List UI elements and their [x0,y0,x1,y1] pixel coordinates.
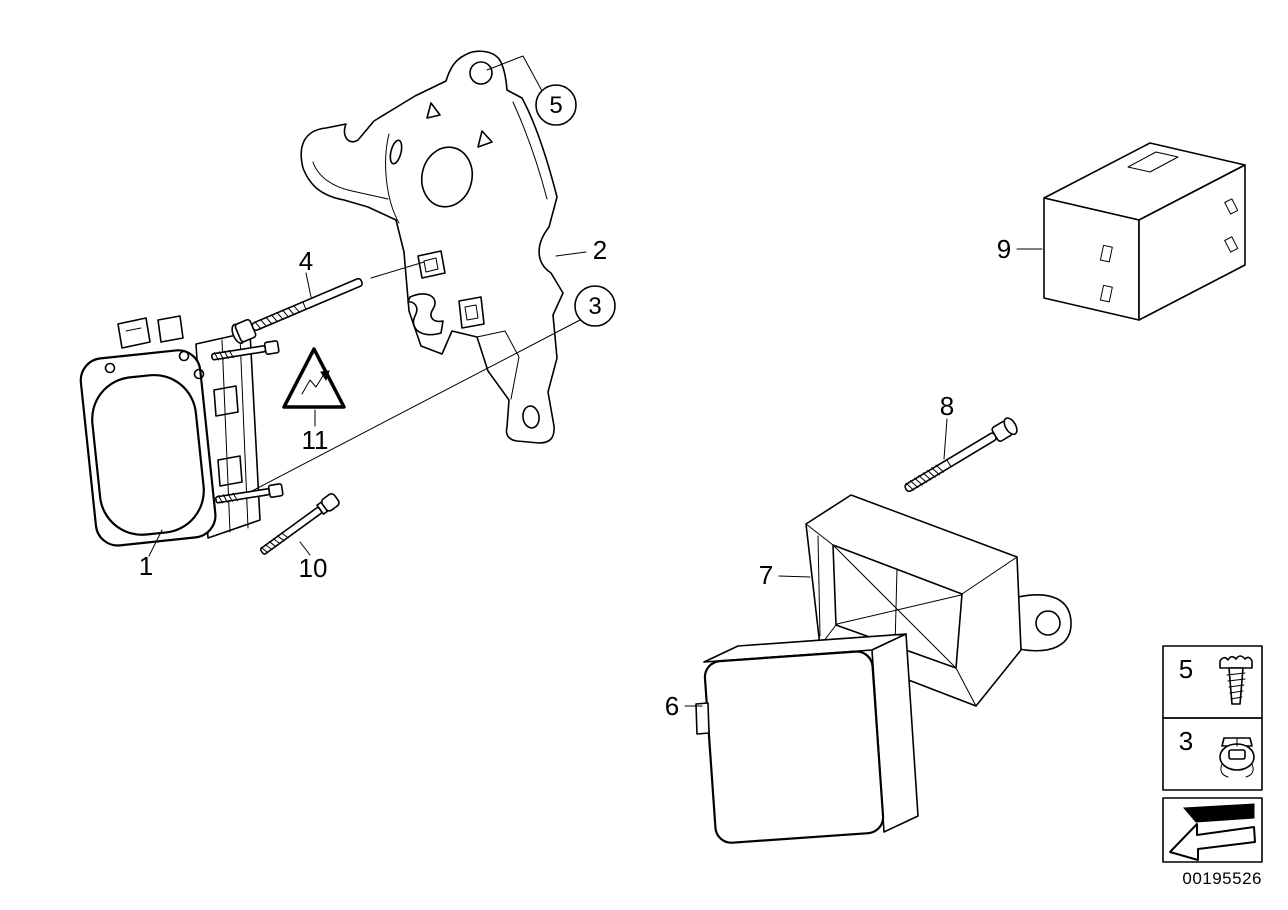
callout-5-label[interactable]: 5 [549,92,562,119]
callout-10-label[interactable]: 10 [299,553,328,583]
callout-7-label[interactable]: 7 [759,560,773,590]
torx-screw-icon [1219,655,1253,705]
callout-9[interactable]: 9 [997,234,1011,264]
front-sensor-part-1 [79,315,284,547]
callout-7[interactable]: 7 [759,560,773,590]
callout-2[interactable]: 2 [593,235,607,265]
callout-11-label[interactable]: 11 [302,425,329,455]
callout-6[interactable]: 6 [665,691,679,721]
callout-8-label[interactable]: 8 [940,391,954,421]
sensor-part-6 [695,633,919,844]
screw-4-axis-line [370,261,425,279]
callout-2-label[interactable]: 2 [593,235,607,265]
callout-3-circle[interactable] [574,285,616,327]
callout-4-label[interactable]: 4 [299,246,313,276]
callout-3-label[interactable]: 3 [588,293,601,320]
doc-number: 00195526 [1182,869,1262,888]
screw-part-10 [259,493,340,555]
callout-9-label[interactable]: 9 [997,234,1011,264]
callout-11[interactable]: 11 [302,425,329,455]
view-direction-arrow-icon [1169,803,1256,861]
callout-5[interactable]: 5 [535,84,577,126]
control-module-part-9 [1043,142,1246,321]
callout-8[interactable]: 8 [940,391,954,421]
callout-1[interactable]: 1 [139,551,153,581]
legend: 5 3 [1162,645,1263,863]
legend-row-5[interactable]: 5 [1162,645,1263,719]
callout-6-label[interactable]: 6 [665,691,679,721]
screw-part-8 [904,417,1018,493]
screw-part-4 [231,277,363,344]
callout-leader-lines [148,55,1043,707]
clip-nut-icon [1219,737,1255,778]
warning-triangle-part-11 [282,347,346,409]
legend-direction-box [1162,797,1263,863]
callout-3[interactable]: 3 [574,285,616,327]
legend-row-3-label[interactable]: 3 [1179,726,1193,756]
legend-row-5-label[interactable]: 5 [1179,654,1193,684]
mounting-bracket-part-2 [300,50,564,444]
legend-row-3[interactable]: 3 [1162,717,1263,791]
callout-4[interactable]: 4 [299,246,313,276]
callout-10[interactable]: 10 [299,553,328,583]
callout-1-label[interactable]: 1 [139,551,153,581]
sensor-stud-bolt [211,340,284,504]
callout-5-circle[interactable] [535,84,577,126]
